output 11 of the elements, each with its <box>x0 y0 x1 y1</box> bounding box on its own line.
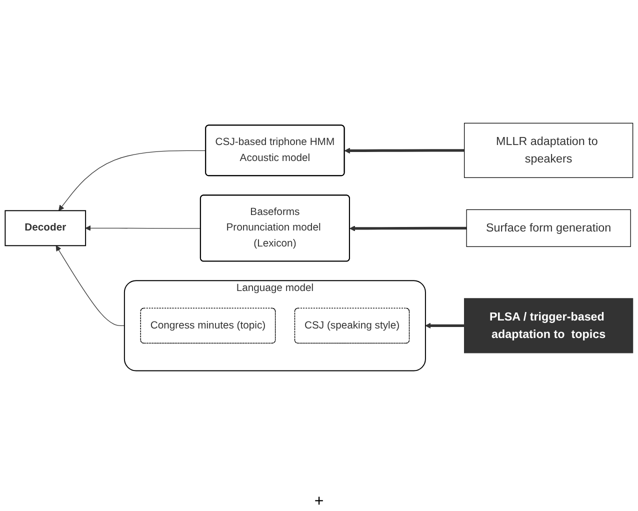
node-box: MLLR adaptation to speakers <box>464 122 634 178</box>
arrow <box>56 244 125 326</box>
node-box: Decoder <box>4 210 86 246</box>
arrow <box>58 150 206 210</box>
node-box: PLSA / trigger-based adaptation to topics <box>464 298 634 353</box>
arrow <box>350 225 467 231</box>
arrow <box>425 322 464 328</box>
arrow <box>344 147 464 154</box>
node-box: Surface form generation <box>466 208 631 246</box>
note-text: + <box>314 493 324 510</box>
arrow <box>85 224 202 231</box>
